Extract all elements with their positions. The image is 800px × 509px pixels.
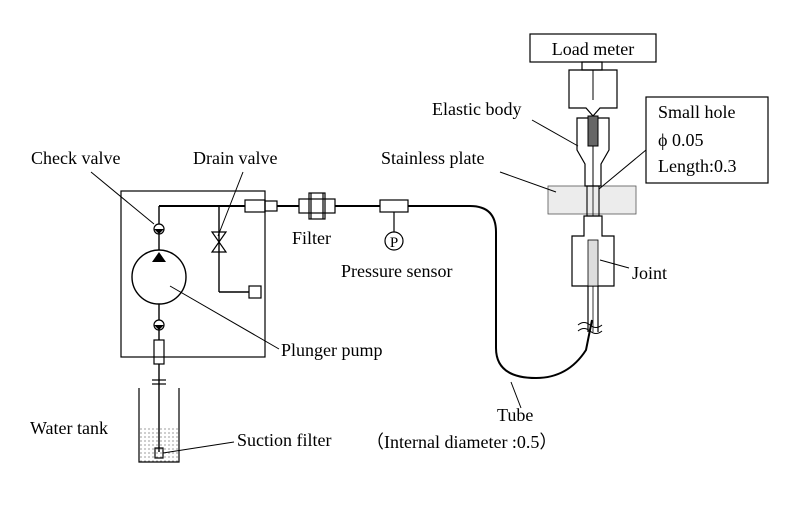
pump-housing — [120, 190, 266, 358]
pressure-sensor-label: Pressure sensor — [341, 261, 452, 281]
small-hole-title: Small hole — [658, 102, 736, 122]
drain-valve-label: Drain valve — [193, 148, 277, 168]
drain-outlet-fitting — [248, 285, 262, 299]
pump-direction-arrow — [152, 252, 166, 262]
small-hole-diameter: ϕ 0.05 — [658, 130, 703, 150]
load-meter-label: Load meter — [552, 39, 634, 59]
small-hole-length: Length:0.3 — [658, 156, 737, 176]
pressure-sensor-symbol: P — [390, 235, 398, 251]
stainless-plate — [547, 185, 637, 215]
joint-label: Joint — [632, 263, 667, 283]
load-meter-housing — [568, 69, 618, 117]
check-valve-lower-seat — [154, 325, 164, 330]
pressure-tee — [379, 199, 409, 213]
elastic-body — [576, 117, 610, 187]
check-valve-upper-seat — [154, 229, 164, 234]
tube — [408, 205, 593, 380]
pressure-sensor — [384, 231, 404, 251]
tube-label: Tube — [497, 405, 533, 425]
inlet-fitting — [153, 339, 165, 365]
small-hole-callout — [645, 96, 769, 184]
stainless-plate-label: Stainless plate — [381, 148, 484, 168]
plunger-pump-label: Plunger pump — [281, 340, 383, 360]
elastic-body-label: Elastic body — [432, 99, 521, 119]
water-tank-label: Water tank — [30, 418, 108, 438]
tube-spec-label: （Internal diameter :0.5） — [366, 432, 557, 452]
joint — [571, 215, 615, 287]
drain-valve — [210, 231, 228, 253]
suction-filter-label: Suction filter — [237, 430, 331, 450]
water-fill — [139, 426, 179, 462]
outlet-fitting — [244, 199, 266, 213]
filter-label: Filter — [292, 228, 331, 248]
filter-body — [298, 198, 336, 214]
water-tank — [138, 388, 180, 463]
check-valve-label: Check valve — [31, 148, 120, 168]
